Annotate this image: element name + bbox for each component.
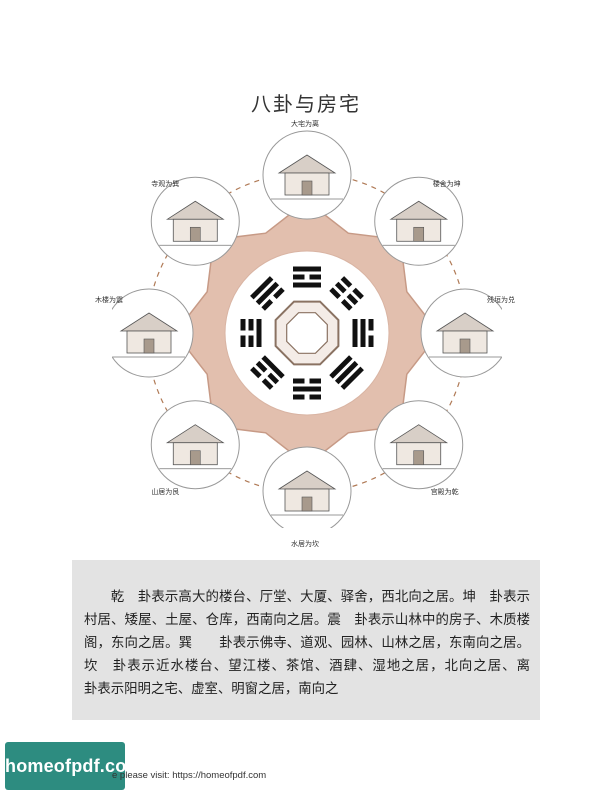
building-door-sketch — [189, 450, 201, 466]
trigram-line-solid — [250, 276, 274, 300]
trigram-line-solid — [261, 355, 285, 379]
trigram-line-broken — [293, 274, 305, 280]
trigram-line-broken — [293, 394, 305, 400]
scene-vignette — [104, 288, 194, 378]
description-box: 乾 卦表示高大的楼台、厅堂、大厦、驿舍，西北向之居。坤 卦表示村居、矮屋、土屋、… — [72, 560, 557, 720]
trigram-mark — [240, 319, 262, 347]
trigram-line-solid — [293, 386, 321, 392]
trigram-line-broken — [255, 360, 268, 373]
footer: homeofpdf.com e please visit: https://ho… — [0, 738, 612, 792]
scene-label: 木楼为震 — [95, 296, 123, 304]
trigram-line-broken — [273, 287, 285, 300]
building-door-sketch — [301, 496, 313, 512]
trigram-line-solid — [329, 355, 353, 379]
building-door-sketch — [189, 226, 201, 242]
trigram-line-broken — [309, 274, 321, 280]
trigram-mark — [329, 355, 364, 390]
footer-link[interactable]: e please visit: https://homeofpdf.com — [112, 770, 267, 781]
trigram-line-broken — [240, 319, 246, 331]
trigram-mark — [293, 266, 321, 288]
building-door-sketch — [413, 450, 425, 466]
building-door-sketch — [413, 226, 425, 242]
trigram-mark — [352, 319, 374, 347]
trigram-line-broken — [368, 335, 374, 347]
scene-vignette — [150, 176, 240, 266]
trigram-line-broken — [240, 335, 246, 347]
page-title: 八卦与房宅 — [251, 92, 361, 116]
trigram-line-broken — [340, 276, 353, 288]
trigram-mark — [293, 378, 321, 400]
scene-label: 山居为艮 — [151, 487, 180, 496]
brand-logo[interactable]: homeofpdf.com — [5, 742, 142, 790]
scene-label: 宫殿为乾 — [430, 487, 459, 496]
trigram-line-broken — [250, 366, 262, 379]
trigram-line-broken — [352, 287, 364, 300]
scene-vignette — [262, 130, 352, 220]
building-door-sketch — [143, 338, 155, 354]
building-door-sketch — [301, 180, 313, 196]
trigram-line-broken — [261, 299, 274, 311]
bagua-illustration — [104, 130, 510, 536]
bagua-diagram: 大宅为离楼舍为坤残垣为兑宫殿为乾水居为坎 山居为艮 木楼为震 寺观为巽 — [95, 120, 515, 548]
trigram-line-solid — [256, 319, 262, 347]
trigram-mark — [250, 276, 285, 311]
trigram-line-broken — [309, 378, 321, 384]
scene-vignette — [374, 176, 464, 266]
trigram-line-broken — [340, 299, 353, 311]
trigram-mark — [329, 276, 364, 311]
scene-label: 水居为坎 — [291, 540, 319, 548]
center-window-inner — [286, 312, 328, 354]
trigram-line-broken — [309, 394, 321, 400]
scene-vignette — [420, 288, 510, 378]
scene-label: 寺观为巽 — [151, 180, 180, 189]
trigram-line-solid — [334, 360, 359, 385]
scene-vignette — [374, 400, 464, 490]
trigram-line-solid — [360, 319, 366, 347]
building-door-sketch — [459, 338, 471, 354]
trigram-line-broken — [346, 293, 359, 306]
trigram-line-solid — [340, 366, 364, 390]
scene-vignette — [150, 400, 240, 490]
trigram-line-broken — [293, 378, 305, 384]
trigram-line-broken — [334, 281, 347, 294]
trigram-mark — [250, 355, 285, 390]
scene-label: 大宅为离 — [291, 120, 319, 128]
trigram-line-broken — [248, 335, 254, 347]
trigram-line-broken — [368, 319, 374, 331]
trigram-line-solid — [293, 282, 321, 288]
scene-label: 楼舍为坤 — [432, 180, 461, 189]
trigram-line-broken — [267, 372, 280, 385]
trigram-line-broken — [261, 378, 274, 390]
description-paragraph: 乾 卦表示高大的楼台、厅堂、大厦、驿舍，西北向之居。坤 卦表示村居、矮屋、土屋、… — [84, 590, 557, 697]
scene-label: 残垣为兑 — [487, 296, 515, 304]
trigram-line-broken — [329, 287, 341, 300]
trigram-line-solid — [255, 281, 280, 306]
trigram-line-solid — [352, 319, 358, 347]
scene-vignette — [262, 446, 352, 536]
trigram-line-broken — [248, 319, 254, 331]
trigram-line-solid — [293, 266, 321, 272]
